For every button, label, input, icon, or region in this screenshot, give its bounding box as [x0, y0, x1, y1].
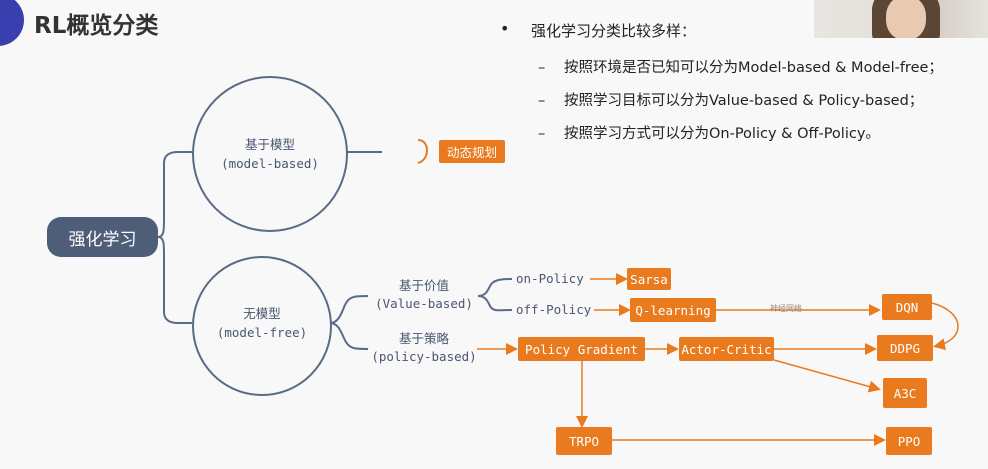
bullet-item: – 按照学习方式可以分为On-Policy & Off-Policy。	[538, 122, 880, 143]
neural-network-edge-label: 神经网络	[770, 304, 802, 313]
bullet-item-text: 按照学习方式可以分为On-Policy & Off-Policy。	[564, 126, 880, 142]
bullet-item: – 按照环境是否已知可以分为Model-based & Model-free；	[538, 56, 943, 77]
model-free-label: 无模型 (model-free)	[192, 304, 332, 342]
root-node: 强化学习	[47, 217, 158, 257]
model-based-label: 基于模型 (model-based)	[192, 135, 348, 173]
dash-glyph: –	[538, 60, 546, 76]
model-based-label-cn: 基于模型	[244, 137, 295, 152]
slide-title: RL概览分类	[34, 13, 159, 39]
bullet-item-text: 按照学习目标可以分为Value-based & Policy-based；	[564, 93, 924, 109]
dash-glyph: –	[538, 93, 546, 109]
off-policy-label: off-Policy	[516, 302, 592, 317]
algo-a3c: A3C	[883, 378, 927, 408]
algo-ppo: PPO	[886, 427, 932, 455]
algo-actor-critic: Actor-Critic	[679, 337, 774, 361]
algo-dqn: DQN	[882, 294, 932, 320]
value-based-label-en: (Value-based)	[375, 296, 473, 311]
algo-policy-gradient: Policy Gradient	[518, 337, 645, 361]
policy-based-label-cn: 基于策略	[398, 331, 449, 346]
value-based-label-cn: 基于价值	[398, 278, 449, 293]
model-based-node	[192, 76, 348, 232]
model-free-label-en: (model-free)	[216, 325, 308, 340]
model-free-node	[192, 256, 332, 396]
model-based-label-en: (model-based)	[221, 156, 319, 171]
model-free-label-cn: 无模型	[243, 306, 281, 321]
policy-based-label: 基于策略 (policy-based)	[370, 330, 478, 366]
algo-dynamic-programming: 动态规划	[439, 140, 505, 163]
bullet-item-text: 按照环境是否已知可以分为Model-based & Model-free；	[564, 60, 943, 76]
algo-sarsa: Sarsa	[627, 268, 671, 290]
on-policy-label: on-Policy	[516, 271, 584, 286]
algo-ddpg: DDPG	[877, 335, 933, 361]
bracket-connector	[417, 139, 428, 164]
dash-glyph: –	[538, 126, 546, 142]
webcam-overlay	[814, 0, 988, 38]
value-based-label: 基于价值 (Value-based)	[370, 277, 478, 313]
algo-q-learning: Q-learning	[630, 298, 716, 322]
bullet-main-text: 强化学习分类比较多样：	[531, 22, 697, 40]
bullet-item: – 按照学习目标可以分为Value-based & Policy-based；	[538, 89, 923, 110]
algo-trpo: TRPO	[556, 427, 612, 455]
tree-lines	[157, 151, 513, 350]
algo-arrows	[477, 273, 959, 446]
presenter-face	[886, 0, 926, 38]
bullet-dot: •	[500, 19, 510, 38]
policy-based-label-en: (policy-based)	[371, 349, 477, 364]
